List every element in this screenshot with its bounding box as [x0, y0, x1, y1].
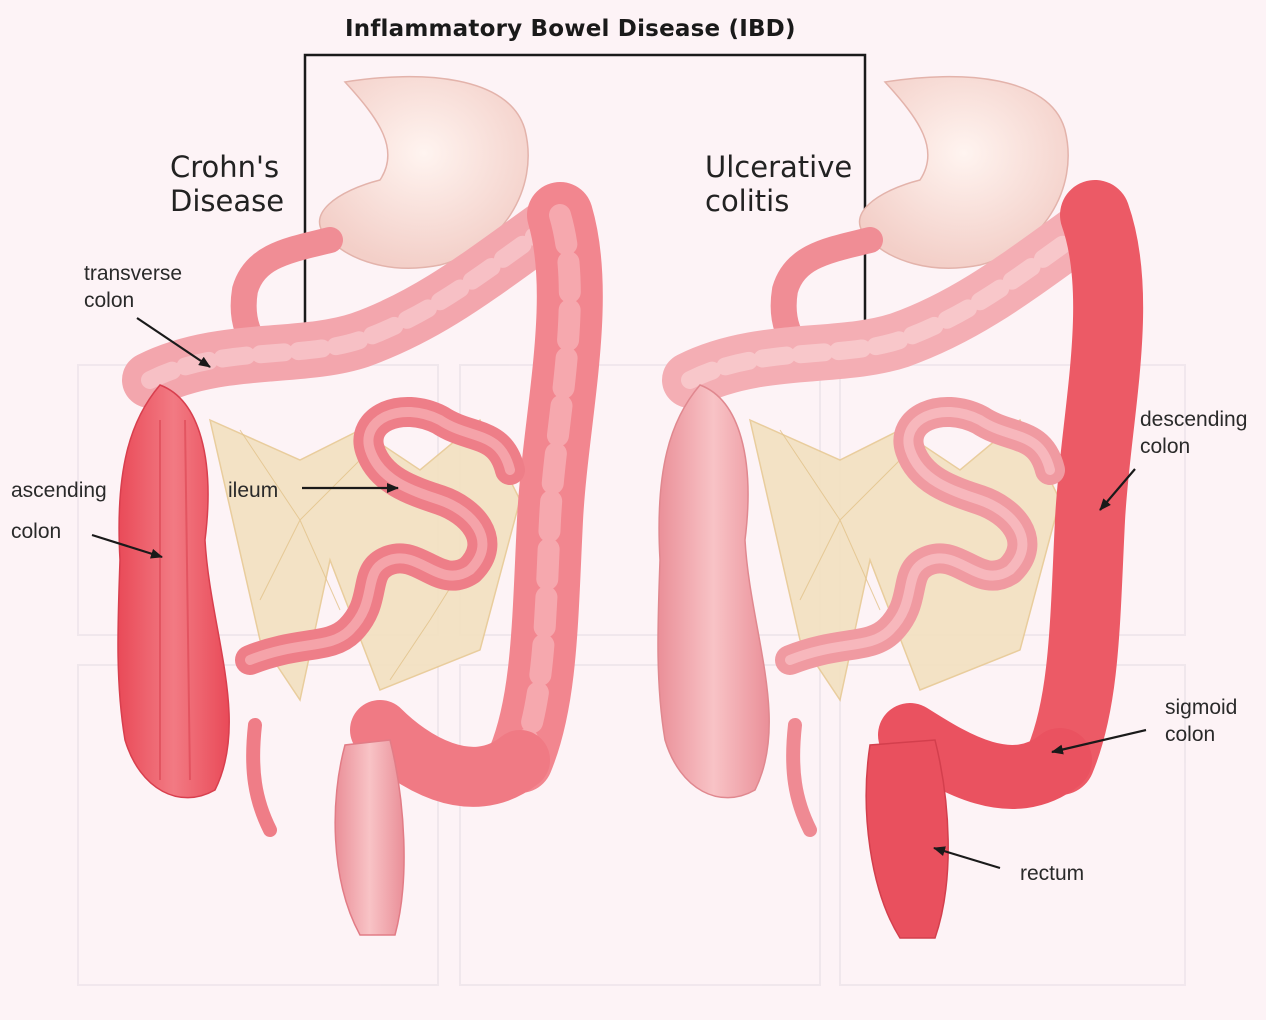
heading-crohns-line2: Disease	[170, 184, 284, 218]
heading-uc-line1: Ulcerative	[705, 150, 852, 184]
diagram-title: Inflammatory Bowel Disease (IBD)	[345, 18, 796, 41]
label-transverse-colon: transverse colon	[84, 260, 182, 315]
label-sigmoid-colon-line2: colon	[1165, 721, 1237, 748]
crohns-ascending-colon	[118, 385, 229, 798]
label-sigmoid-colon: sigmoid colon	[1165, 694, 1237, 749]
heading-ulcerative-colitis: Ulcerative colitis	[705, 150, 852, 218]
heading-uc-line2: colitis	[705, 184, 852, 218]
label-descending-colon-line1: descending	[1140, 406, 1247, 433]
label-descending-colon-line2: colon	[1140, 433, 1247, 460]
crohns-rectum	[335, 740, 404, 935]
uc-rectum	[866, 740, 948, 938]
label-ascending-colon-line1: ascending	[11, 477, 107, 504]
uc-descending-colon	[1060, 215, 1108, 760]
label-transverse-colon-line2: colon	[84, 287, 182, 314]
label-descending-colon: descending colon	[1140, 406, 1247, 461]
label-sigmoid-colon-line1: sigmoid	[1165, 694, 1237, 721]
label-ileum: ileum	[228, 477, 278, 504]
heading-crohns-line1: Crohn's	[170, 150, 284, 184]
uc-ascending-colon	[658, 385, 769, 798]
label-rectum: rectum	[1020, 860, 1084, 887]
heading-crohns: Crohn's Disease	[170, 150, 284, 218]
label-transverse-colon-line1: transverse	[84, 260, 182, 287]
label-ascending-colon-line2: colon	[11, 518, 107, 545]
label-ascending-colon: ascending colon	[11, 477, 107, 546]
